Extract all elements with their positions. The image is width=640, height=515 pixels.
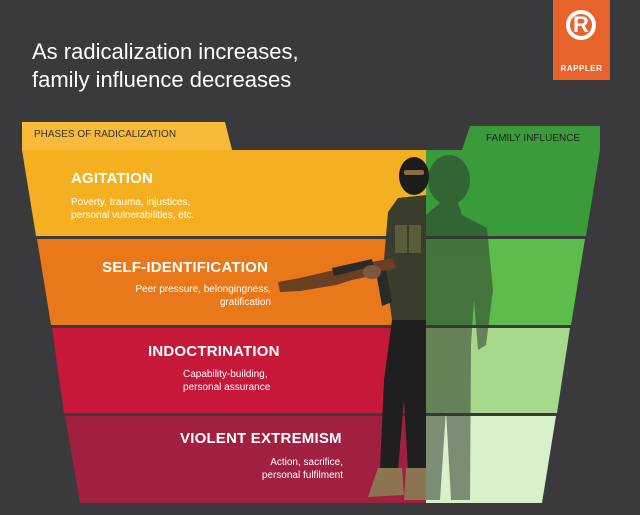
- phase-desc-indoctrination: Capability-building, personal assurance: [183, 368, 270, 394]
- child-silhouette: [426, 155, 493, 500]
- phases-header-label: PHASES OF RADICALIZATION: [34, 129, 177, 140]
- phases-header-tab: [22, 122, 232, 150]
- phase-band-indoctrination: [52, 328, 426, 413]
- phase-desc-violent-extremism-line-2: personal fulfilment: [261, 470, 343, 481]
- family-header-tab: [462, 126, 600, 150]
- phase-desc-agitation-line-2: personal vulnerabilities, etc.: [71, 210, 195, 221]
- family-band-1: [426, 150, 600, 236]
- phase-desc-indoctrination-line-2: personal assurance: [183, 382, 271, 393]
- phase-band-violent-extremism: [65, 416, 426, 503]
- headline: As radicalization increases, family infl…: [32, 38, 392, 94]
- phase-desc-self-identification-line-2: gratification: [219, 297, 271, 308]
- phase-desc-agitation-line-1: Poverty, trauma, injustices,: [71, 197, 191, 208]
- phase-title-self-identification: SELF-IDENTIFICATION: [102, 259, 269, 276]
- headline-line-1: As radicalization increases,: [32, 39, 299, 64]
- headline-line-2: family influence decreases: [32, 67, 292, 92]
- phase-desc-violent-extremism: Action, sacrifice, personal fulfilment: [236, 456, 343, 482]
- phase-desc-violent-extremism-line-1: Action, sacrifice,: [270, 457, 343, 468]
- phase-band-self-identification: [37, 239, 426, 325]
- phase-title-indoctrination: INDOCTRINATION: [148, 343, 280, 360]
- phase-desc-indoctrination-line-1: Capability-building,: [183, 369, 268, 380]
- phase-desc-agitation: Poverty, trauma, injustices, personal vu…: [71, 196, 194, 222]
- rappler-logo-mark: R: [566, 10, 596, 40]
- phase-title-agitation: AGITATION: [71, 170, 154, 187]
- rappler-logo: R RAPPLER: [553, 0, 610, 80]
- phase-band-agitation: [22, 150, 426, 236]
- phase-desc-self-identification-line-1: Peer pressure, belongingness,: [135, 284, 271, 295]
- family-band-4: [426, 416, 556, 503]
- rappler-logo-text: RAPPLER: [560, 64, 603, 73]
- phase-title-violent-extremism: VIOLENT EXTREMISM: [180, 430, 342, 447]
- militant-figure: [278, 157, 429, 500]
- phase-desc-self-identification: Peer pressure, belongingness, gratificat…: [120, 283, 271, 309]
- family-header-label: FAMILY INFLUENCE: [486, 133, 581, 144]
